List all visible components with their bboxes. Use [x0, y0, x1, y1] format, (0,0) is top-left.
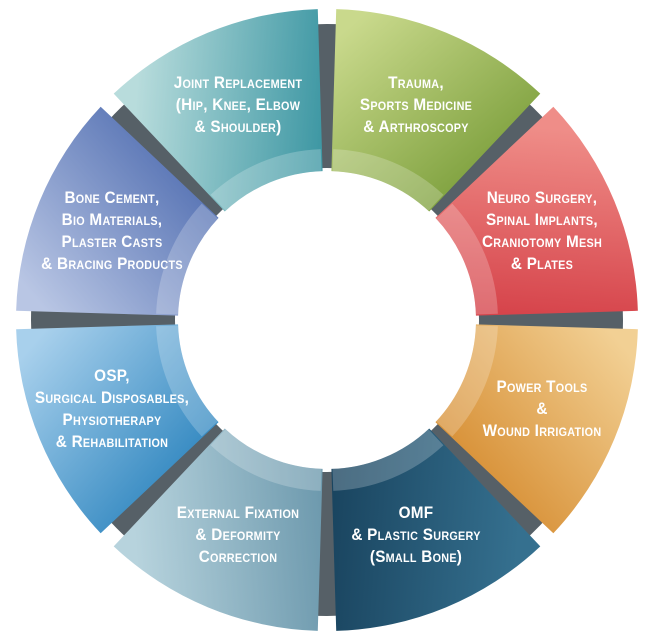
segment-external: [113, 428, 323, 631]
separator-spoke: [105, 420, 231, 549]
segment-osp: [16, 324, 219, 534]
segment-trauma: [331, 9, 541, 212]
segment-inner-highlight: [332, 429, 444, 491]
segment-inner-highlight: [436, 325, 498, 437]
segment-neuro: [435, 106, 638, 316]
segment-inner-highlight: [156, 203, 218, 315]
segment-omf: [331, 428, 541, 631]
segment-joint: [113, 9, 323, 212]
separator-spoke: [423, 91, 549, 220]
separator-spoke: [98, 98, 227, 224]
segment-inner-highlight: [210, 429, 322, 491]
separator-spoke: [427, 416, 556, 542]
segment-bone: [16, 106, 219, 316]
segment-inner-highlight: [332, 149, 444, 211]
segment-inner-highlight: [210, 149, 322, 211]
segment-inner-highlight: [436, 203, 498, 315]
segment-power: [435, 324, 638, 534]
segment-inner-highlight: [156, 325, 218, 437]
